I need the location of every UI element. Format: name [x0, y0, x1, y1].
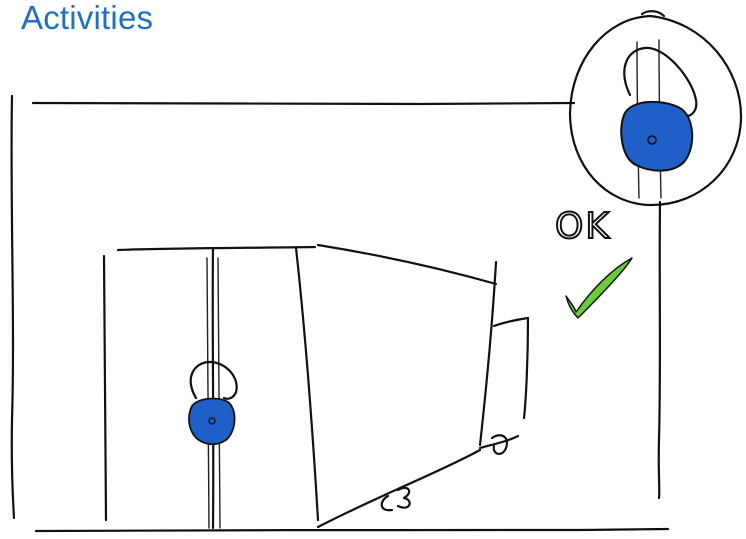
ok-label-text: OK [555, 206, 611, 247]
padlock-icon [621, 40, 696, 198]
board-frame [12, 96, 668, 531]
cable-plug-icon [207, 258, 507, 528]
cabinet-drawing [104, 245, 528, 528]
ok-label: OK [555, 206, 611, 247]
checkmark-icon [566, 258, 632, 318]
